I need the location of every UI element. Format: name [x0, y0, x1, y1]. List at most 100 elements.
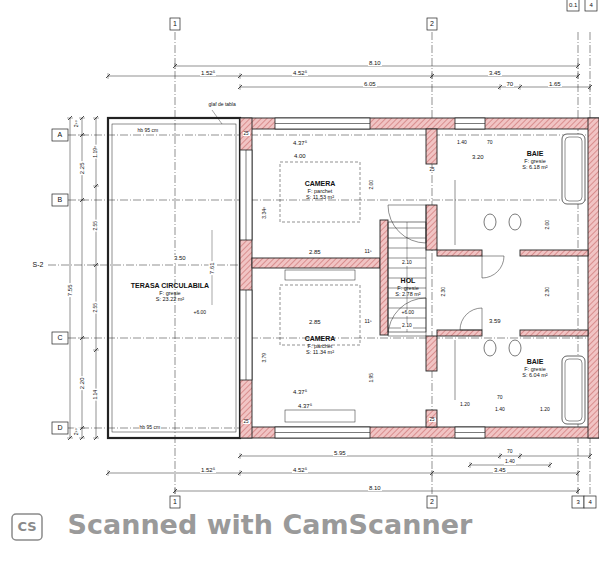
wall — [426, 336, 437, 371]
window — [240, 150, 252, 240]
room-spec: S: 11.34 m² — [305, 349, 336, 355]
dimension-label: 2.10 — [401, 323, 413, 329]
plan-line — [520, 453, 521, 459]
plan-line — [80, 426, 84, 430]
plan-line — [548, 463, 552, 467]
dimension-label: C — [57, 334, 64, 342]
room-name: CAMERA — [305, 335, 336, 343]
logo-box — [12, 514, 42, 540]
plan-line — [238, 74, 242, 78]
terrace-parapet — [112, 124, 236, 432]
wardrobe — [285, 410, 355, 422]
dimension-label: 4 — [588, 499, 593, 506]
dimension-label: 2.55 — [93, 302, 99, 314]
plan-line — [520, 84, 521, 90]
room-label: BAIEF: gresieS: 6.18 m² — [520, 149, 549, 172]
plan-line — [80, 336, 84, 340]
dimension-label: 2 — [429, 20, 435, 28]
plan-line — [94, 348, 98, 352]
plan-line — [576, 489, 580, 493]
plan-line — [576, 74, 580, 78]
dimension-label: +6.00 — [401, 310, 416, 316]
plan-line — [590, 453, 591, 459]
dimension-label: 4.37⁵ — [292, 389, 308, 396]
plan-line — [80, 436, 84, 440]
plan-line — [93, 438, 99, 439]
dimension-label: 3.45 — [493, 467, 507, 474]
wall — [240, 118, 252, 438]
dimension-label: 70 — [506, 81, 515, 88]
plan-line — [498, 454, 502, 458]
axis-bubble — [52, 422, 68, 434]
plan-line — [93, 350, 99, 351]
plan-line — [240, 470, 241, 476]
bathtub — [565, 137, 582, 201]
plan-line — [500, 453, 501, 459]
plan-line — [93, 186, 99, 187]
dimension-label: 7.61 — [209, 261, 216, 275]
plan-line — [212, 110, 222, 124]
wardrobe — [285, 270, 355, 280]
plan-line — [578, 470, 579, 476]
wall — [520, 250, 588, 256]
axis-bubble — [52, 129, 68, 141]
dimension-label: 2.20 — [79, 376, 86, 390]
dimension-label: 2.30 — [441, 286, 447, 298]
room-spec: F: parchet — [305, 188, 336, 194]
bathtub — [562, 134, 585, 204]
dimension-label: D — [57, 424, 64, 432]
room-name: BAIE — [522, 358, 547, 366]
dimension-label: 8.10 — [368, 485, 382, 492]
wall — [252, 258, 380, 268]
window — [275, 118, 370, 129]
plan-line — [578, 488, 579, 494]
room-spec: S: 2.78 m² — [395, 291, 420, 297]
dimension-label: 2.30 — [545, 286, 551, 298]
room-name: HOL — [395, 277, 420, 285]
door-swing — [388, 298, 426, 336]
plan-line — [238, 85, 242, 89]
dimension-label: 3.59 — [488, 318, 502, 325]
plan-line — [432, 73, 433, 79]
dimension-label: 1.52⁵ — [200, 467, 216, 474]
room-label: BAIEF: gresieS: 6.04 m² — [520, 357, 549, 380]
plan-line — [468, 463, 472, 467]
door-swing — [482, 256, 504, 278]
dimension-label: 5.95 — [333, 450, 347, 457]
dimension-label: +6.00 — [193, 310, 208, 316]
room-spec: F: gresie — [522, 366, 547, 372]
plan-line — [455, 123, 485, 124]
dimension-label: S-2 — [32, 261, 45, 269]
dimension-label: 4 — [589, 2, 594, 9]
dimension-label: 2.55 — [93, 220, 99, 232]
plan-line — [578, 73, 579, 79]
window — [240, 290, 252, 380]
plan-line — [94, 116, 98, 120]
plan-line — [246, 290, 247, 380]
plan-line — [240, 84, 241, 90]
axis-bubble — [567, 0, 579, 11]
room-spec: S: 6.04 m² — [522, 372, 547, 378]
dimension-label: 25 — [429, 418, 436, 423]
dimension-label: 3.50 — [173, 255, 187, 262]
axis-bubble — [427, 18, 437, 30]
axis-bubble — [584, 496, 596, 508]
plan-line — [430, 74, 434, 78]
dimension-label: 1.40 — [504, 459, 516, 465]
dimension-label: 70 — [496, 395, 504, 401]
dimension-label: 2.00 — [369, 179, 375, 191]
dimension-label: 4.37⁵ — [292, 140, 308, 147]
room-label: HOLF: gresieS: 2.78 m² — [393, 276, 422, 299]
plan-line — [470, 462, 471, 468]
room-spec: S: 23.22 m² — [131, 296, 209, 302]
dimension-label: 1.40 — [456, 140, 468, 146]
dimension-label: 4.52⁵ — [292, 70, 308, 77]
plan-line — [246, 150, 247, 240]
watermark: CS — [17, 520, 38, 534]
plan-line — [588, 454, 592, 458]
room-label: CAMERAF: parchetS: 11.53 m² — [303, 179, 338, 202]
sanitary-fixture — [484, 214, 496, 230]
plan-line — [93, 265, 99, 266]
dimension-label: A — [57, 131, 64, 139]
plan-line — [432, 470, 433, 476]
